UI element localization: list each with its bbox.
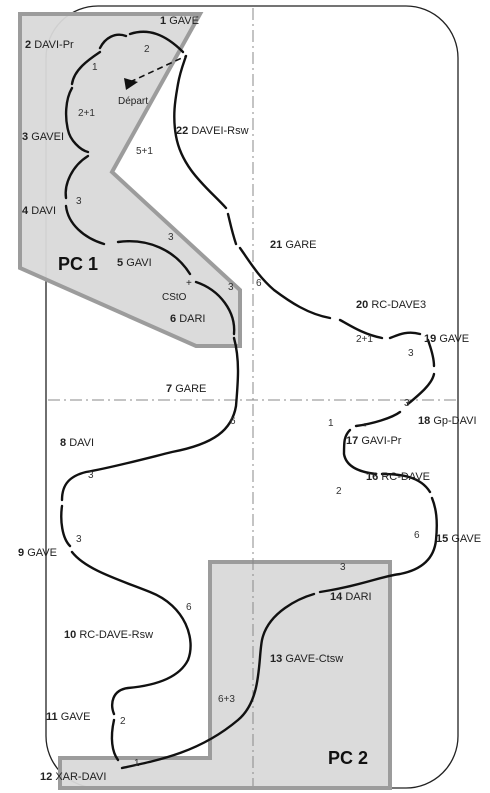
csto-marker-icon: + <box>186 278 192 289</box>
segment-label: 6 <box>230 416 236 427</box>
segment-label: 2 <box>120 716 126 727</box>
segment-label: 1 <box>328 418 334 429</box>
station-label: 7 GARE <box>166 383 206 395</box>
segment-label: 3 <box>228 282 234 293</box>
station-label: 4 DAVI <box>22 205 56 217</box>
segment-label: 3 <box>408 348 414 359</box>
station-label: 19 GAVE <box>424 333 469 345</box>
station-label: 3 GAVEI <box>22 131 64 143</box>
station-label: 13 GAVE-Ctsw <box>270 653 343 665</box>
segment-label: 2 <box>144 44 150 55</box>
station-label: 18 Gp-DAVI <box>418 415 477 427</box>
station-label: 21 GARE <box>270 239 317 251</box>
station-label: 16 RC-DAVE <box>366 471 430 483</box>
station-label: 10 RC-DAVE-Rsw <box>64 629 153 641</box>
station-label: 20 RC-DAVE3 <box>356 299 426 311</box>
segment-label: 2+1 <box>356 334 373 345</box>
station-label: 6 DARI <box>170 313 205 325</box>
start-arrow-icon <box>124 78 138 90</box>
segment-label: 6 <box>414 530 420 541</box>
start-dashed-line <box>129 55 187 83</box>
station-label: 14 DARI <box>330 591 372 603</box>
segment-label: 3 <box>168 232 174 243</box>
station-label: 9 GAVE <box>18 547 57 559</box>
station-label: 5 GAVI <box>117 257 152 269</box>
station-label: 8 DAVI <box>60 437 94 449</box>
segment-label: 6 <box>256 278 262 289</box>
segment-label: 3 <box>76 196 82 207</box>
station-label: 12 XAR-DAVI <box>40 771 106 783</box>
station-labels: 1 GAVE 2 DAVI-Pr 3 GAVEI 4 DAVI 5 GAVI 6… <box>18 15 481 783</box>
station-label: 17 GAVI-Pr <box>346 435 402 447</box>
segment-label: 6+3 <box>218 694 235 705</box>
segment-label: 3 <box>76 534 82 545</box>
start-label: Départ <box>118 96 148 107</box>
segment-labels: 2 1 2+1 5+1 3 3 3 6 2+1 3 3 6 3 3 6 2 1 … <box>76 44 420 769</box>
segment-label: 5+1 <box>136 146 153 157</box>
pc2-label: PC 2 <box>328 748 368 768</box>
pc1-label: PC 1 <box>58 254 98 274</box>
course-path <box>60 30 438 770</box>
station-label: 11 GAVE <box>46 711 90 723</box>
segment-label: 3 <box>340 562 346 573</box>
segment-label: 1 <box>134 758 140 769</box>
pc2-zone <box>58 560 392 790</box>
station-label: 15 GAVE <box>436 533 481 545</box>
csto-label: CStO <box>162 292 187 303</box>
segment-label: 6 <box>186 602 192 613</box>
station-label: 1 GAVE <box>160 15 199 27</box>
segment-label: 1 <box>92 62 98 73</box>
station-label: 2 DAVI-Pr <box>25 39 74 51</box>
segment-label: 2 <box>336 486 342 497</box>
station-label: 22 DAVEI-Rsw <box>176 125 249 137</box>
segment-label: 2+1 <box>78 108 95 119</box>
star-marker: * <box>363 422 367 433</box>
segment-label: 3 <box>88 470 94 481</box>
pc1-zone <box>18 12 242 348</box>
segment-label: 3 <box>404 398 410 409</box>
